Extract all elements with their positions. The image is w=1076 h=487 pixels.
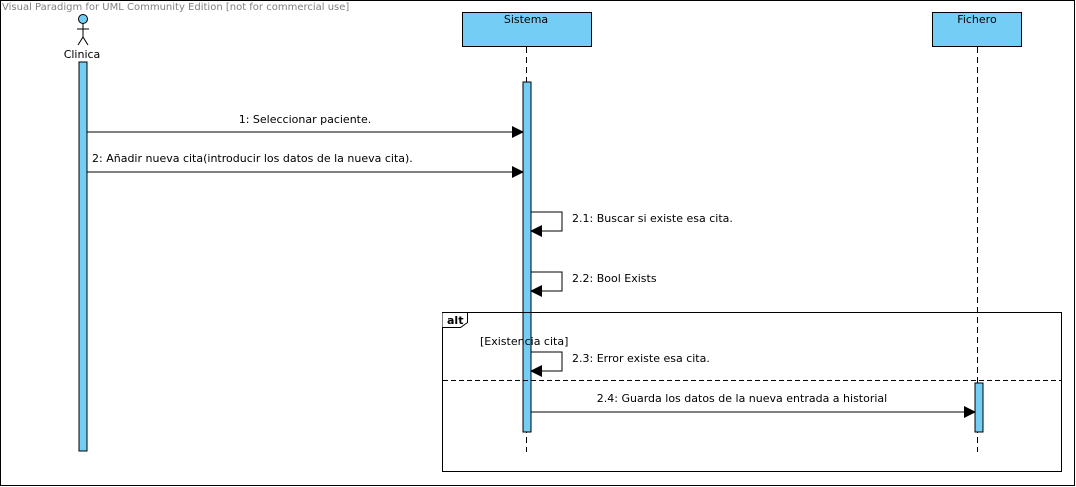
fragment-guard: [Existencia cita]: [480, 335, 568, 348]
alt-fragment[interactable]: alt [Existencia cita]: [442, 312, 1062, 472]
message-2-3-self[interactable]: 2.3: Error existe esa cita.: [530, 351, 710, 377]
message-label: 2.2: Bool Exists: [572, 272, 657, 285]
message-2-4[interactable]: 2.4: Guarda los datos de la nueva entrad…: [531, 392, 976, 418]
activation-bar-fichero: [974, 382, 984, 433]
lifeline-head-sistema[interactable]: Sistema: [462, 12, 592, 47]
lifeline-label-sistema: Sistema: [504, 13, 548, 26]
actor-label: Clinica: [64, 48, 101, 61]
message-2[interactable]: 2: Añadir nueva cita(introducir los dato…: [87, 152, 524, 178]
activation-bar-sistema: [522, 81, 532, 433]
actor-clinica[interactable]: Clinica: [64, 14, 101, 62]
lifeline-label-fichero: Fichero: [957, 13, 997, 26]
stick-figure-actor-icon: [77, 14, 89, 46]
message-label: 2.3: Error existe esa cita.: [572, 352, 710, 365]
watermark-text: Visual Paradigm for UML Community Editio…: [2, 2, 349, 13]
message-2-2-self[interactable]: 2.2: Bool Exists: [530, 271, 657, 297]
message-2-1-self[interactable]: 2.1: Buscar si existe esa cita.: [530, 211, 733, 237]
lifeline-head-fichero[interactable]: Fichero: [932, 12, 1022, 47]
message-label: 1: Seleccionar paciente.: [239, 113, 372, 126]
activation-bar-clinica: [78, 61, 88, 452]
message-label: 2: Añadir nueva cita(introducir los dato…: [92, 152, 413, 165]
message-label: 2.1: Buscar si existe esa cita.: [572, 212, 733, 225]
message-1[interactable]: 1: Seleccionar paciente.: [87, 113, 524, 138]
message-label: 2.4: Guarda los datos de la nueva entrad…: [597, 392, 887, 405]
fragment-operator: alt: [447, 314, 463, 327]
fragment-operator-tab: [442, 312, 468, 328]
